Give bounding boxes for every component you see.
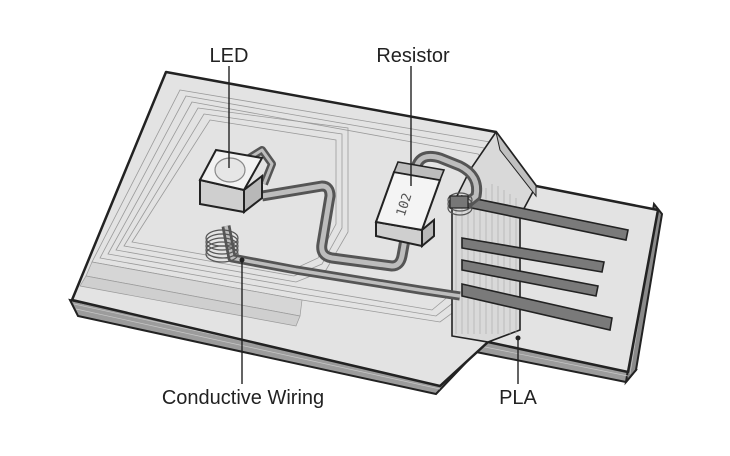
led-lens xyxy=(214,157,246,183)
via-pad xyxy=(449,195,469,209)
board-base-shading xyxy=(79,261,303,327)
led-component xyxy=(198,148,264,215)
resistor-code: 102 xyxy=(394,191,416,218)
via-coil-left xyxy=(205,229,239,263)
label-led: LED xyxy=(210,45,249,67)
label-resistor: Resistor xyxy=(376,45,450,67)
label-pla: PLA xyxy=(499,387,537,409)
usb-pin-4 xyxy=(461,282,613,331)
usb-contact-pins xyxy=(461,195,629,331)
usb-pin-2 xyxy=(461,237,605,273)
leader-wiring-dot xyxy=(239,257,245,263)
usb-pin-3 xyxy=(461,259,599,297)
label-conductive-wiring: Conductive Wiring xyxy=(162,387,324,409)
resistor-component: 102 xyxy=(374,161,446,249)
leader-pla-dot xyxy=(515,335,521,341)
conductive-traces xyxy=(205,146,483,301)
